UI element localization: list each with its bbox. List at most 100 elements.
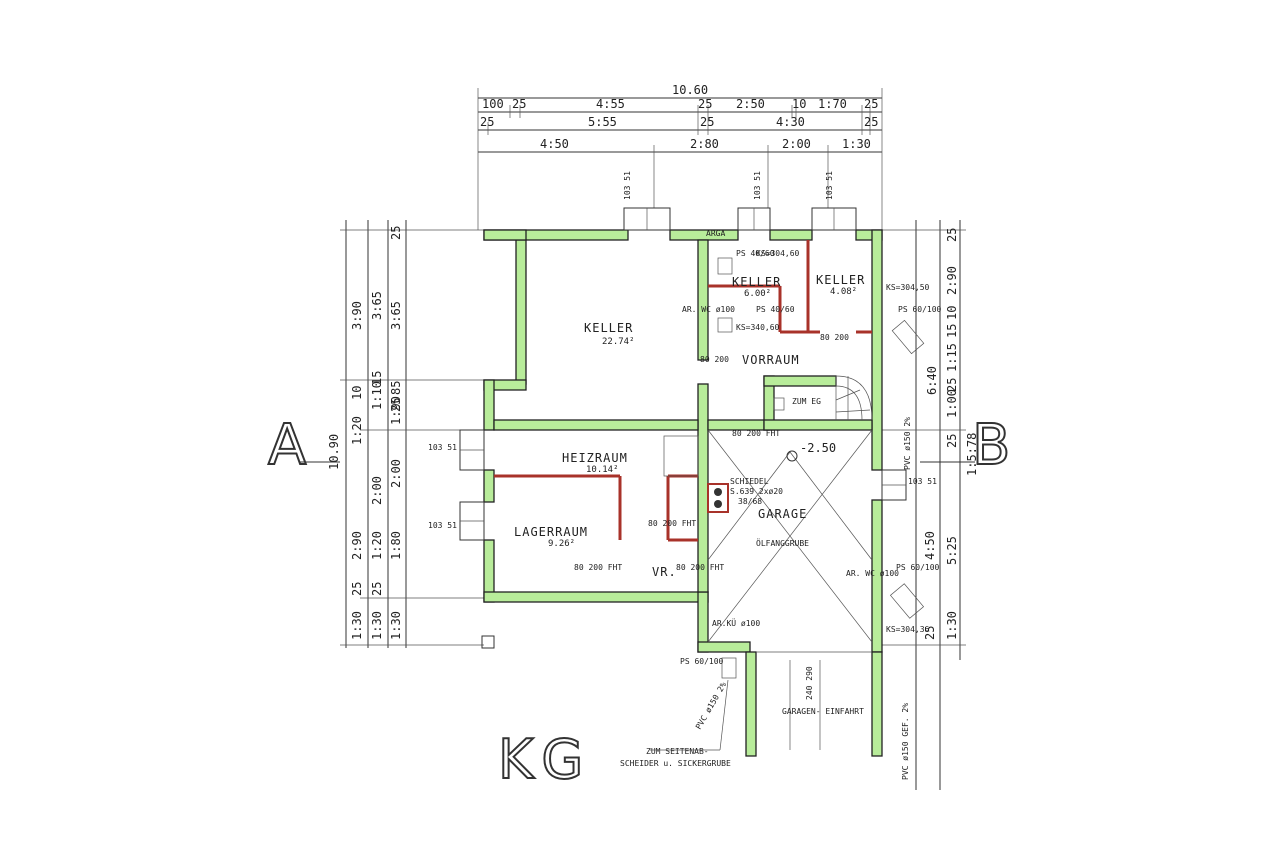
note-schiedel: SCHIEDEL bbox=[730, 477, 769, 486]
room-keller-3: KELLER bbox=[816, 273, 865, 287]
note-door-keller: 80 200 bbox=[820, 333, 849, 342]
dim-top-r1-3: 25 bbox=[698, 97, 712, 111]
dim-right-misc-0: 1:00 bbox=[945, 389, 959, 418]
dim-top-r1-4: 2:50 bbox=[736, 97, 765, 111]
wall-left-keller bbox=[515, 239, 527, 385]
note-ps-right: PS 60/100 bbox=[898, 305, 942, 314]
dim-top-r2-4: 25 bbox=[864, 115, 878, 129]
drain-circle bbox=[786, 450, 798, 462]
section-a-label: A bbox=[268, 413, 306, 478]
section-markers: A B bbox=[267, 412, 1011, 479]
note-zum-seiten: ZUM SEITENAB- bbox=[646, 747, 709, 756]
room-keller-main: KELLER bbox=[584, 321, 633, 335]
wall-top-mid2 bbox=[769, 229, 813, 241]
dim-left-c-6: 1:80 bbox=[389, 531, 403, 560]
dim-top-r1-5: 10 bbox=[792, 97, 806, 111]
dim-right-c-1: 25 bbox=[923, 626, 937, 640]
room-vorraum: VORRAUM bbox=[742, 353, 800, 367]
top-dimensions: 10.60 100 25 4:55 25 2:50 10 1:70 25 25 … bbox=[477, 83, 883, 230]
dim-top-r1-1: 25 bbox=[512, 97, 526, 111]
right-dimensions: 6:40 25 2:90 10 15 1:15 25 1:00 25 1:5:7… bbox=[880, 220, 979, 790]
dim-right-b-1: 1:30 bbox=[945, 611, 959, 640]
dim-left-a-3: 2:90 bbox=[350, 531, 364, 560]
dim-top-r1-2: 4:55 bbox=[596, 97, 625, 111]
dim-right-a-4: 1:15 bbox=[945, 343, 959, 372]
area-keller-3: 4.08² bbox=[830, 287, 857, 297]
wall-einfahrt-right bbox=[871, 651, 883, 757]
wall-int-keller-right bbox=[697, 239, 709, 361]
dim-right-a-2: 10 bbox=[945, 306, 959, 320]
dim-right-b-0: 5:25 bbox=[945, 536, 959, 565]
note-ar-wc: AR. WC ø100 bbox=[682, 305, 735, 314]
boiler bbox=[663, 435, 699, 477]
dim-top-r1-6: 1:70 bbox=[818, 97, 847, 111]
wall-top-mid bbox=[669, 229, 739, 241]
dim-right-c-0: 4:50 bbox=[923, 531, 937, 560]
note-ar-ku: AR.KÜ ø100 bbox=[712, 618, 760, 628]
floor-label: KG bbox=[498, 728, 591, 791]
dim-left-c-5: 2:00 bbox=[389, 459, 403, 488]
dim-left-b-0: 3:65 bbox=[370, 291, 384, 320]
wall-int-vertical bbox=[697, 383, 709, 593]
dim-left-b-5: 25 bbox=[370, 582, 384, 596]
dim-left-c-2: 85 bbox=[389, 381, 403, 395]
dim-right-total: 6:40 bbox=[925, 366, 939, 395]
dim-top-r2-2: 25 bbox=[700, 115, 714, 129]
note-arga: ARGA bbox=[706, 229, 725, 238]
dim-left-c-3: 25 bbox=[389, 398, 403, 412]
note-ps-mid: PS 40/60 bbox=[756, 305, 795, 314]
dim-top-r2-1: 5:55 bbox=[588, 115, 617, 129]
win-left-label-1: 103 51 bbox=[428, 443, 457, 452]
dim-top-r2-0: 25 bbox=[480, 115, 494, 129]
red-partitions bbox=[494, 240, 872, 542]
dim-top-total: 10.60 bbox=[672, 83, 708, 97]
win-left-label-2: 103 51 bbox=[428, 521, 457, 530]
area-keller-2: 6.00² bbox=[744, 289, 771, 299]
room-vr: VR. bbox=[652, 565, 677, 579]
wall-left-mid bbox=[483, 469, 495, 503]
chimney bbox=[707, 483, 729, 513]
note-ks-lower: KS=304,36 bbox=[886, 625, 930, 634]
dim-top-r3-1: 2:80 bbox=[690, 137, 719, 151]
dim-left-b-1: 15 bbox=[370, 371, 384, 385]
dim-left-c-0: 25 bbox=[389, 226, 403, 240]
dim-left-b-6: 1:30 bbox=[370, 611, 384, 640]
dim-top-r3-0: 4:50 bbox=[540, 137, 569, 151]
staircase bbox=[773, 375, 873, 421]
note-door-vr: 80 200 FHT bbox=[574, 563, 622, 572]
wall-bottom-lager bbox=[483, 591, 709, 603]
garage-drainage-lines bbox=[707, 429, 873, 750]
sanitary-boxes bbox=[717, 257, 925, 679]
note-ks-top: KS=304,60 bbox=[756, 249, 800, 258]
windows bbox=[459, 207, 907, 541]
room-keller-2: KELLER bbox=[732, 275, 781, 289]
area-keller-main: 22.74² bbox=[602, 337, 635, 347]
room-garage: GARAGE bbox=[758, 507, 807, 521]
note-ar-wc-right: AR. WC ø100 bbox=[846, 569, 899, 578]
note-ps-bottom: PS 60/100 bbox=[680, 657, 724, 666]
note-oelfang: ÖLFANGGRUBE bbox=[756, 538, 809, 548]
dim-left-total: 10.90 bbox=[327, 434, 341, 470]
note-door-lager: 80 200 FHT bbox=[648, 519, 696, 528]
room-lagerraum: LAGERRAUM bbox=[514, 525, 588, 539]
drain-line bbox=[719, 679, 729, 751]
wall-right-upper bbox=[871, 229, 883, 471]
win-top-label-3: 103 51 bbox=[825, 171, 834, 200]
note-schiedel-spec: S.639 2xø20 bbox=[730, 487, 783, 496]
note-ps-top: PS 40/60 bbox=[736, 249, 775, 258]
schiedel-chimney bbox=[707, 483, 729, 513]
annotations: ARGA PS 40/60 KS=304,60 KS=304,50 AR. WC… bbox=[574, 229, 942, 780]
dim-right-misc-1: 25 bbox=[945, 434, 959, 448]
note-einfahrt-dim: 240 290 bbox=[805, 666, 814, 700]
dim-left-a-0: 3:90 bbox=[350, 301, 364, 330]
reference-square bbox=[481, 635, 495, 649]
note-ks-right: KS=304,50 bbox=[886, 283, 930, 292]
win-top-label-2: 103 51 bbox=[753, 171, 762, 200]
room-heizraum: HEIZRAUM bbox=[562, 451, 628, 465]
dim-left-c-1: 3:65 bbox=[389, 301, 403, 330]
dim-left-a-4: 25 bbox=[350, 582, 364, 596]
wall-int-stair-top bbox=[763, 375, 837, 387]
note-pvc-right: PVC ø150 2% bbox=[903, 417, 912, 470]
room-labels: KELLER 22.74² KELLER 6.00² KELLER 4.08² … bbox=[514, 273, 865, 579]
